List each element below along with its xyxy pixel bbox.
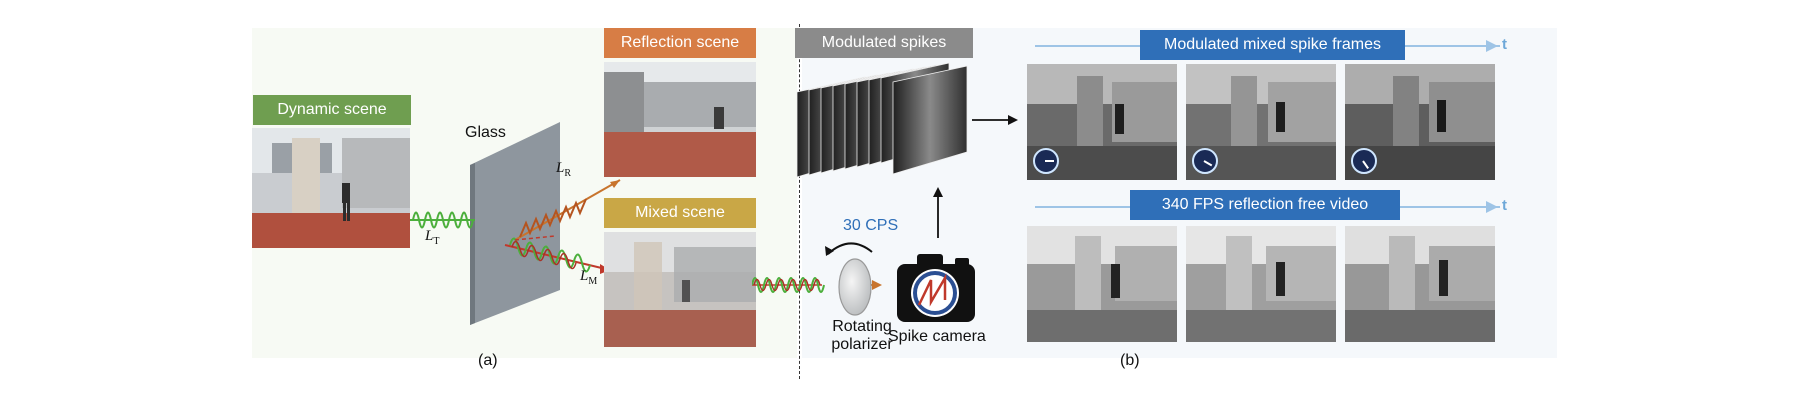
mixed-spike-frame-1 (1027, 64, 1177, 180)
clock-hand (1362, 160, 1369, 169)
panel-a-caption: (a) (478, 352, 498, 369)
modulated-spikes-label: Modulated spikes (795, 28, 973, 58)
clock-hand (1203, 160, 1213, 167)
mixed-spike-frame-2 (1186, 64, 1336, 180)
spike-camera-label: Spike camera (888, 328, 986, 345)
reflection-free-frame-2 (1186, 226, 1336, 342)
clock-icon (1033, 148, 1059, 174)
rotating-label-line1: Rotating (832, 318, 892, 335)
rotating-label-line2: polarizer (831, 336, 893, 353)
panel-divider (799, 24, 800, 379)
lt-symbol: LT (425, 228, 440, 247)
reflection-free-video-label: 340 FPS reflection free video (1130, 190, 1400, 220)
rotation-arrow-icon (825, 242, 873, 256)
dynamic-scene-label: Dynamic scene (253, 95, 411, 125)
arrow-camera-up (933, 187, 943, 238)
mixed-scene-photo (604, 232, 756, 347)
bottom-time-label: t (1502, 197, 1507, 214)
mixed-spike-frame-3 (1345, 64, 1495, 180)
bottom-time-arrow (1486, 201, 1498, 213)
clock-icon (1351, 148, 1377, 174)
mixed-scene-label: Mixed scene (604, 198, 756, 228)
rotating-polarizer-label: Rotating polarizer (822, 318, 902, 354)
spike-camera-icon (897, 254, 975, 322)
dynamic-scene-photo (252, 128, 410, 248)
top-time-arrow (1486, 40, 1498, 52)
modulated-mixed-frames-label: Modulated mixed spike frames (1140, 30, 1405, 60)
lr-symbol: LR (556, 160, 572, 179)
top-time-label: t (1502, 36, 1507, 53)
reflection-free-frame-1 (1027, 226, 1177, 342)
reflection-free-frame-3 (1345, 226, 1495, 342)
arrow-to-frames (972, 115, 1018, 125)
spike-stack (796, 62, 968, 178)
glass-label: Glass (465, 124, 506, 141)
clock-hand (1045, 160, 1054, 162)
panel-b-caption: (b) (1120, 352, 1140, 369)
glass-and-waves (410, 122, 621, 325)
clock-icon (1192, 148, 1218, 174)
polarizer-icon (838, 258, 872, 316)
lm-symbol: LM (580, 268, 598, 287)
reflection-scene-photo (604, 62, 756, 177)
reflection-scene-label: Reflection scene (604, 28, 756, 58)
cps-label: 30 CPS (843, 217, 899, 234)
